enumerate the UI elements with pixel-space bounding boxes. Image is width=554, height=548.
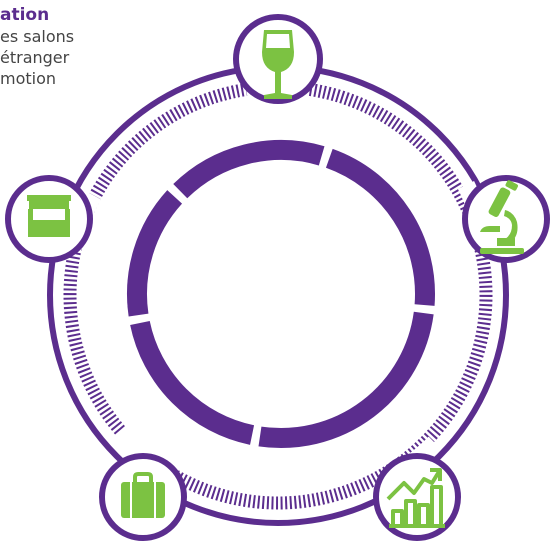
briefcase-node: [99, 453, 187, 541]
wine-glass-icon: [262, 30, 294, 99]
text-line-2: étranger: [0, 48, 70, 67]
outer-ring: [47, 64, 509, 526]
inner-ring-segment: [130, 320, 255, 445]
market-stall-icon: [27, 195, 71, 237]
microscope-icon: [480, 180, 524, 254]
microscope-node: [462, 175, 550, 263]
inner-ring-segment: [325, 148, 435, 306]
inner-segmented-ring: [127, 140, 435, 448]
growth-chart-icon: [386, 468, 445, 528]
text-line-1: es salons: [0, 27, 75, 46]
text-line-3: motion: [0, 69, 57, 88]
inner-ring-segment: [127, 190, 183, 317]
hatched-ring: [63, 80, 493, 510]
section-title: ation: [0, 5, 50, 25]
briefcase-icon: [121, 472, 165, 518]
info-text-block: ation es salons étranger motion: [0, 5, 260, 89]
market-stall-node: [5, 175, 93, 263]
inner-ring-segment: [173, 140, 325, 199]
growth-chart-node: [373, 453, 461, 541]
inner-ring-segment: [258, 311, 434, 448]
wine-glass-node: [233, 14, 323, 104]
